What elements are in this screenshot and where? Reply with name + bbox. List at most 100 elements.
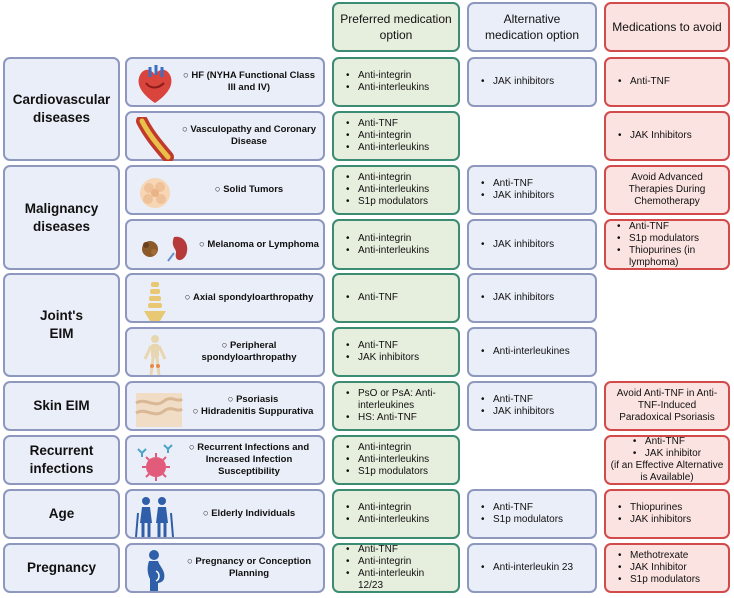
category-joints-eim: Joint's EIM	[3, 273, 120, 377]
list-item: Anti-integrin	[346, 172, 429, 184]
avoid-cell: Anti-TNFS1p modulatorsThiopurines (in ly…	[604, 219, 730, 270]
list-item: JAK inhibitors	[481, 292, 554, 304]
list-item: Anti-TNF	[346, 292, 398, 304]
list-item: JAK inhibitors	[481, 190, 554, 202]
list-item: Anti-TNF	[481, 502, 563, 514]
condition-label: Solid Tumors	[215, 184, 283, 196]
list-item: JAK inhibitors	[481, 239, 554, 251]
category-skin-eim: Skin EIM	[3, 381, 120, 431]
list-item: Anti-TNF	[617, 221, 717, 233]
list-item: Anti-interleukins	[346, 454, 429, 466]
pregnant-woman-icon	[134, 549, 176, 593]
condition-elderly: Elderly Individuals	[125, 489, 325, 539]
avoid-cell: Avoid Anti-TNF in Anti-TNF-Induced Parad…	[604, 381, 730, 431]
list-item: Anti-integrin	[346, 130, 429, 142]
list-item: HS: Anti-TNF	[346, 412, 454, 424]
list-item: Thiopurines (in lymphoma)	[617, 245, 717, 269]
list-item: Anti-TNF	[633, 436, 701, 448]
alternative-cell: JAK inhibitors	[467, 57, 597, 107]
list-item: Anti-integrin	[346, 70, 429, 82]
list-item: Anti-interleukins	[346, 184, 429, 196]
preferred-cell: Anti-integrinAnti-interleukinsS1p modula…	[332, 165, 460, 215]
list-item: JAK Inhibitors	[618, 130, 692, 142]
list-item: JAK inhibitor	[633, 448, 701, 460]
list-item: Methotrexate	[618, 550, 700, 562]
list-item: S1p modulators	[481, 514, 563, 526]
list-item: JAK inhibitors	[618, 514, 691, 526]
list-item: Anti-TNF	[618, 76, 670, 88]
skin-icon	[134, 387, 184, 431]
avoid-text: Avoid Anti-TNF in Anti-TNF-Induced Parad…	[616, 388, 718, 423]
category-recurrent-infections: Recurrent infections	[3, 435, 120, 485]
list-item: Anti-integrin	[346, 556, 446, 568]
list-item: Anti-TNF	[481, 394, 554, 406]
list-item: Anti-TNF	[346, 118, 429, 130]
condition-label: Hidradenitis Suppurativa	[193, 406, 313, 418]
alternative-cell: JAK inhibitors	[467, 219, 597, 270]
preferred-cell: Anti-integrinAnti-interleukins	[332, 489, 460, 539]
alternative-cell: Anti-TNFS1p modulators	[467, 489, 597, 539]
heart-icon	[134, 63, 176, 107]
avoid-cell: JAK Inhibitors	[604, 111, 730, 161]
list-item: Anti-interleukins	[346, 245, 429, 257]
condition-label: Pregnancy or Conception Planning	[179, 556, 319, 580]
preferred-header: Preferred medication option	[332, 2, 460, 52]
list-item: Anti-TNF	[346, 340, 419, 352]
list-item: PsO or PsA: Anti-interleukines	[346, 388, 454, 412]
list-item: Thiopurines	[618, 502, 691, 514]
list-item: Anti-interleukines	[481, 346, 570, 358]
preferred-cell: Anti-TNFJAK inhibitors	[332, 327, 460, 377]
list-item: S1p modulators	[346, 196, 429, 208]
list-item: JAK inhibitors	[481, 406, 554, 418]
condition-label: Peripheral spondyloarthropathy	[179, 340, 319, 364]
elderly-icon	[134, 495, 176, 539]
artery-icon	[134, 115, 176, 163]
avoid-cell: Anti-TNF	[604, 57, 730, 107]
condition-label: Melanoma or Lymphoma	[199, 239, 319, 251]
condition-heart-failure: HF (NYHA Functional Class III and IV)	[125, 57, 325, 107]
avoid-cell: Avoid Advanced Therapies During Chemothe…	[604, 165, 730, 215]
list-item: JAK Inhibitor	[618, 562, 700, 574]
alternative-header: Alternative medication option	[467, 2, 597, 52]
list-item: Anti-interleukin 23	[481, 562, 573, 574]
avoid-header: Medications to avoid	[604, 2, 730, 52]
preferred-cell: Anti-TNF	[332, 273, 460, 323]
skeleton-icon	[134, 333, 176, 377]
alternative-cell: Anti-interleukin 23	[467, 543, 597, 593]
condition-melanoma-lymphoma: Melanoma or Lymphoma	[125, 219, 325, 270]
category-cardiovascular: Cardiovascular diseases	[3, 57, 120, 161]
preferred-cell: Anti-TNFAnti-integrinAnti-interleukins	[332, 111, 460, 161]
preferred-cell: Anti-integrinAnti-interleukins	[332, 219, 460, 270]
avoid-cell: ThiopurinesJAK inhibitors	[604, 489, 730, 539]
avoid-note: (if an Effective Alternative is Availabl…	[610, 460, 724, 483]
condition-label: Psoriasis	[193, 394, 314, 406]
list-item: Anti-TNF	[481, 178, 554, 190]
list-item: S1p modulators	[618, 574, 700, 586]
condition-label: Vasculopathy and Coronary Disease	[179, 124, 319, 148]
condition-pregnancy: Pregnancy or Conception Planning	[125, 543, 325, 593]
category-malignancy: Malignancy diseases	[3, 165, 120, 270]
condition-label: Elderly Individuals	[203, 508, 295, 520]
list-item: JAK inhibitors	[346, 352, 419, 364]
list-item: S1p modulators	[617, 233, 717, 245]
virus-icon	[134, 441, 176, 485]
condition-psoriasis-hs: Psoriasis Hidradenitis Suppurativa	[125, 381, 325, 431]
condition-label: Recurrent Infections and Increased Infec…	[179, 442, 319, 478]
list-item: Anti-integrin	[346, 502, 429, 514]
list-item: Anti-integrin	[346, 233, 429, 245]
alternative-cell: JAK inhibitors	[467, 273, 597, 323]
alternative-cell: Anti-interleukines	[467, 327, 597, 377]
list-item: Anti-TNF	[346, 544, 446, 556]
condition-vasculopathy: Vasculopathy and Coronary Disease	[125, 111, 325, 163]
avoid-text: Avoid Advanced Therapies During Chemothe…	[628, 172, 706, 207]
preferred-cell: PsO or PsA: Anti-interleukinesHS: Anti-T…	[332, 381, 460, 431]
tumor-icon	[134, 171, 176, 215]
list-item: Anti-interleukin 12/23	[346, 568, 446, 592]
avoid-cell: Anti-TNFJAK inhibitor (if an Effective A…	[604, 435, 730, 485]
list-item: JAK inhibitors	[481, 76, 554, 88]
condition-solid-tumors: Solid Tumors	[125, 165, 325, 215]
alternative-cell: Anti-TNFJAK inhibitors	[467, 165, 597, 215]
preferred-cell: Anti-TNFAnti-integrinAnti-interleukin 12…	[332, 543, 460, 593]
list-item: Anti-interleukins	[346, 514, 429, 526]
preferred-cell: Anti-integrinAnti-interleukinsS1p modula…	[332, 435, 460, 485]
